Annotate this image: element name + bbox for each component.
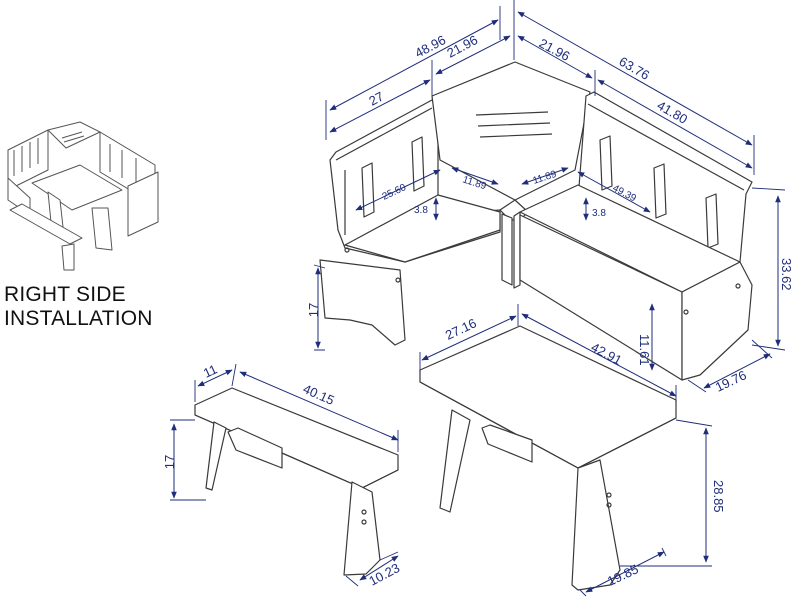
dim-bench-depth-right: 19.76 [713, 367, 749, 394]
loose-bench-top [194, 387, 399, 489]
dim-loose-bench-width: 11 [201, 361, 220, 380]
thumb-loose-bench [9, 203, 83, 245]
right-bench-side [681, 261, 753, 381]
dim-right-seat-front: 11.61 [637, 334, 652, 366]
dim-loose-bench-length: 40.15 [301, 381, 337, 408]
table-drawing [419, 325, 677, 591]
loose-bench-leg-left [205, 421, 227, 491]
table-leg-left [439, 409, 471, 513]
thumbnail-preview [7, 121, 159, 271]
thumb-corner [47, 121, 101, 149]
loose-bench-drawing [194, 387, 399, 576]
dim-left-seat-height: 17 [306, 303, 321, 317]
corner-back [431, 61, 591, 201]
dim-loose-bench-height: 17 [162, 455, 177, 469]
corner-bench-drawing [319, 61, 753, 381]
dim-table-height: 28.85 [711, 480, 726, 513]
dim-right-seat-thickness: 3.8 [592, 208, 606, 219]
thumb-right-body [127, 171, 159, 237]
dim-overall-height: 33.62 [779, 258, 794, 291]
left-bench-body [319, 259, 406, 346]
loose-bench-leg-right [343, 481, 381, 576]
installation-caption: RIGHT SIDE INSTALLATION [4, 283, 153, 331]
dim-left-bench-width: 27 [366, 89, 386, 109]
caption-line-1: RIGHT SIDE [4, 283, 126, 306]
dim-left-seat-thickness: 3.8 [414, 205, 428, 216]
dim-corner-left: 21.96 [444, 32, 480, 61]
caption-line-2: INSTALLATION [4, 307, 153, 330]
dim-table-width: 27.16 [443, 315, 479, 342]
corner-post [501, 213, 513, 286]
dimension-lines [170, 0, 786, 597]
